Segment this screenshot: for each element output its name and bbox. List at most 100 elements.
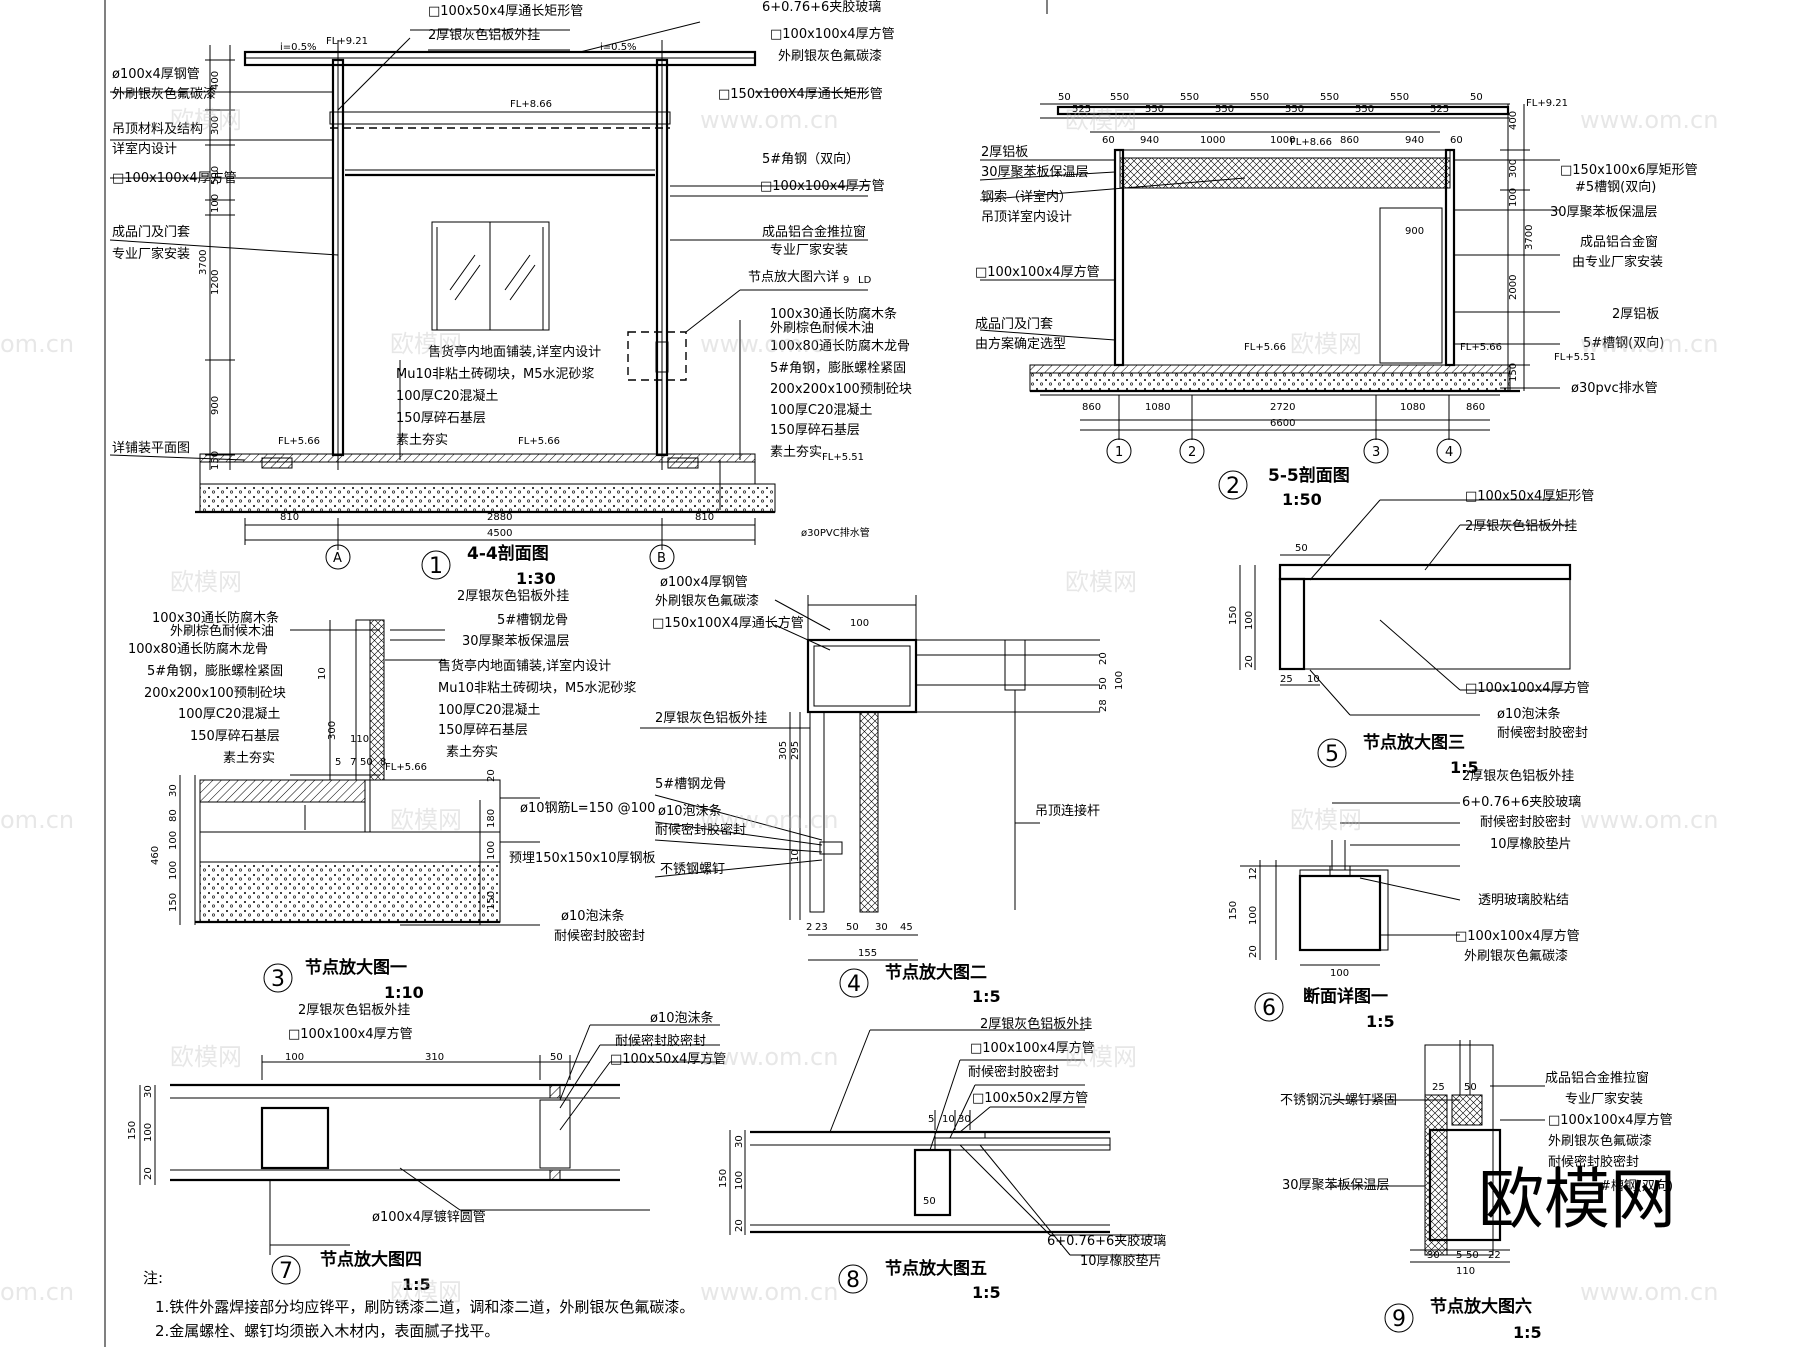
view-scale: 1:5 bbox=[972, 987, 1001, 1006]
s2-top-dim: 550 bbox=[1320, 92, 1339, 103]
axis-bubble-1 bbox=[1106, 438, 1132, 464]
d9-dim: 30 bbox=[1427, 1250, 1440, 1261]
d9-label: 外刷银灰色氟碳漆 bbox=[1548, 1133, 1652, 1149]
s1-mid-label: Mu10非粘土砖砌块，M5水泥砂浆 bbox=[396, 367, 595, 382]
s2-dim: 940 bbox=[1140, 135, 1159, 146]
d7-dim: 100 bbox=[143, 1123, 154, 1142]
s2-left-label: 钢索（详室内） bbox=[981, 189, 1072, 205]
s1-right-label: 5#角钢（双向） bbox=[762, 151, 859, 167]
s2-left-label: 2厚铝板 bbox=[981, 145, 1028, 160]
s1-left-label: 详室内设计 bbox=[112, 141, 177, 157]
s2-left-label: 成品门及门套 bbox=[975, 316, 1053, 332]
d3-dim: 7 bbox=[350, 757, 356, 768]
d4-label: 吊顶连接杆 bbox=[1035, 803, 1100, 819]
s1-left-label: 吊顶材料及结构 bbox=[112, 122, 203, 137]
d3-dim: 30 bbox=[168, 784, 179, 797]
s2-top-dim: 550 bbox=[1250, 92, 1269, 103]
watermark: www.om.cn bbox=[700, 1278, 838, 1306]
d9-dim: 110 bbox=[1456, 1266, 1475, 1277]
s2-vdim: 2000 bbox=[1508, 275, 1519, 300]
s2-dim: 60 bbox=[1102, 135, 1115, 146]
d3-label: ø10泡沫条 bbox=[561, 908, 625, 924]
d4-dim: 10 bbox=[790, 849, 801, 862]
detail-3 bbox=[179, 619, 540, 926]
s1-vdim: 100 bbox=[210, 194, 221, 213]
d3-dim: 100 bbox=[486, 841, 497, 860]
s2-right-label: ø30pvc排水管 bbox=[1571, 381, 1658, 396]
s1-top-label: □150x100X4厚通长矩形管 bbox=[718, 87, 883, 102]
s2-dim: 860 bbox=[1340, 135, 1359, 146]
d9-label: 不锈钢沉头螺钉紧固 bbox=[1280, 1093, 1397, 1108]
view-scale: 1:50 bbox=[1282, 490, 1322, 509]
d5-label: 2厚银灰色铝板外挂 bbox=[1465, 518, 1577, 534]
d7-label: □100x50x4厚方管 bbox=[610, 1051, 726, 1067]
d5-label: ø10泡沫条 bbox=[1497, 706, 1561, 722]
watermark: 欧模网 bbox=[1065, 568, 1137, 596]
view-number: 6 bbox=[1262, 996, 1276, 1021]
d3-dim: 5 bbox=[335, 757, 341, 768]
d3-label: 100厚C20混凝土 bbox=[438, 702, 540, 718]
s1-vdim: 500 bbox=[210, 166, 221, 185]
s2-level: FL+9.21 bbox=[1526, 98, 1568, 109]
d6-dim: 20 bbox=[1248, 945, 1259, 958]
d3-left-label: 200x200x100预制砼块 bbox=[144, 686, 286, 701]
s1-top-label: □100x100x4厚方管 bbox=[770, 26, 895, 42]
d9-label: 成品铝合金推拉窗 bbox=[1545, 1070, 1649, 1086]
d8-label: 10厚橡胶垫片 bbox=[1080, 1253, 1162, 1269]
d6-label: 2厚银灰色铝板外挂 bbox=[1462, 768, 1574, 784]
d3-level: FL+5.66 bbox=[385, 762, 427, 773]
section-5-5 bbox=[979, 103, 1560, 464]
d9-dim: 50 bbox=[1466, 1250, 1479, 1261]
d8-dim: 50 bbox=[923, 1196, 936, 1207]
d3-left-label: 5#角钢，膨胀螺栓紧固 bbox=[147, 664, 283, 679]
d5-label: □100x50x4厚矩形管 bbox=[1465, 489, 1594, 504]
notes-line: 1.铁件外露焊接部分均应铧平，刷防锈漆二道，调和漆二道，外刷银灰色氟碳漆。 bbox=[155, 1298, 694, 1316]
detail-6 bbox=[1240, 802, 1461, 966]
s2-dim: 940 bbox=[1405, 135, 1424, 146]
watermark: om.cn bbox=[0, 330, 74, 358]
s2-left-label: □100x100x4厚方管 bbox=[975, 264, 1100, 280]
s1-axis-label: B bbox=[657, 551, 666, 566]
d3-label: 5#槽钢龙骨 bbox=[497, 613, 568, 628]
view-title: 4-4剖面图 bbox=[467, 543, 549, 564]
s1-vdim: 150 bbox=[210, 451, 221, 470]
view-number-circle bbox=[1218, 470, 1248, 500]
d3-dim: 180 bbox=[486, 809, 497, 828]
view-title: 节点放大图四 bbox=[320, 1249, 422, 1270]
s2-vdim: 300 bbox=[1508, 159, 1519, 178]
s1-dim: 810 bbox=[695, 512, 714, 523]
d7-dim: 150 bbox=[127, 1121, 138, 1140]
s1-axis-label: A bbox=[333, 551, 342, 566]
s1-left-label: 成品门及门套 bbox=[112, 224, 190, 240]
s1-top-label: 2厚银灰色铝板外挂 bbox=[428, 27, 540, 43]
d3-dim: 150 bbox=[486, 891, 497, 910]
d5-label: □100x100x4厚方管 bbox=[1465, 680, 1590, 696]
d6-label: 6+0.76+6夹胶玻璃 bbox=[1462, 794, 1581, 810]
d4-dim: 28 bbox=[1098, 699, 1109, 712]
d5-label: 耐候密封胶密封 bbox=[1497, 725, 1588, 741]
s1-mid-label: 售货亭内地面铺装,详室内设计 bbox=[428, 344, 601, 360]
view-number-circle bbox=[421, 550, 451, 580]
s1-pipe: ø30PVC排水管 bbox=[801, 526, 870, 539]
watermark: 欧模网 bbox=[170, 1043, 242, 1071]
s2-level: FL+5.51 bbox=[1554, 352, 1596, 363]
s2-right-label: 2厚铝板 bbox=[1612, 307, 1659, 322]
s1-right-label: □100x100x4厚方管 bbox=[760, 178, 885, 194]
view-title: 断面详图一 bbox=[1303, 986, 1388, 1007]
s1-slope: i=0.5% bbox=[600, 42, 637, 53]
d5-dim: 50 bbox=[1295, 543, 1308, 554]
d3-dim: 100 bbox=[168, 831, 179, 850]
d6-dim: 100 bbox=[1248, 906, 1259, 925]
s1-dim: 4500 bbox=[487, 528, 512, 539]
d3-left-label: 素土夯实 bbox=[223, 751, 275, 766]
watermark: www.om.cn bbox=[700, 1043, 838, 1071]
view-number: 7 bbox=[279, 1259, 293, 1284]
axis-bubble-3 bbox=[1363, 438, 1389, 464]
d5-dim: 25 bbox=[1280, 674, 1293, 685]
s1-right-label: 200x200x100预制砼块 bbox=[770, 382, 912, 397]
d6-label: 透明玻璃胶粘结 bbox=[1478, 892, 1569, 908]
d8-dim: 5 bbox=[928, 1114, 934, 1125]
d7-dim: 20 bbox=[143, 1167, 154, 1180]
d8-label: 2厚银灰色铝板外挂 bbox=[980, 1016, 1092, 1032]
d4-dim: 100 bbox=[850, 618, 869, 629]
